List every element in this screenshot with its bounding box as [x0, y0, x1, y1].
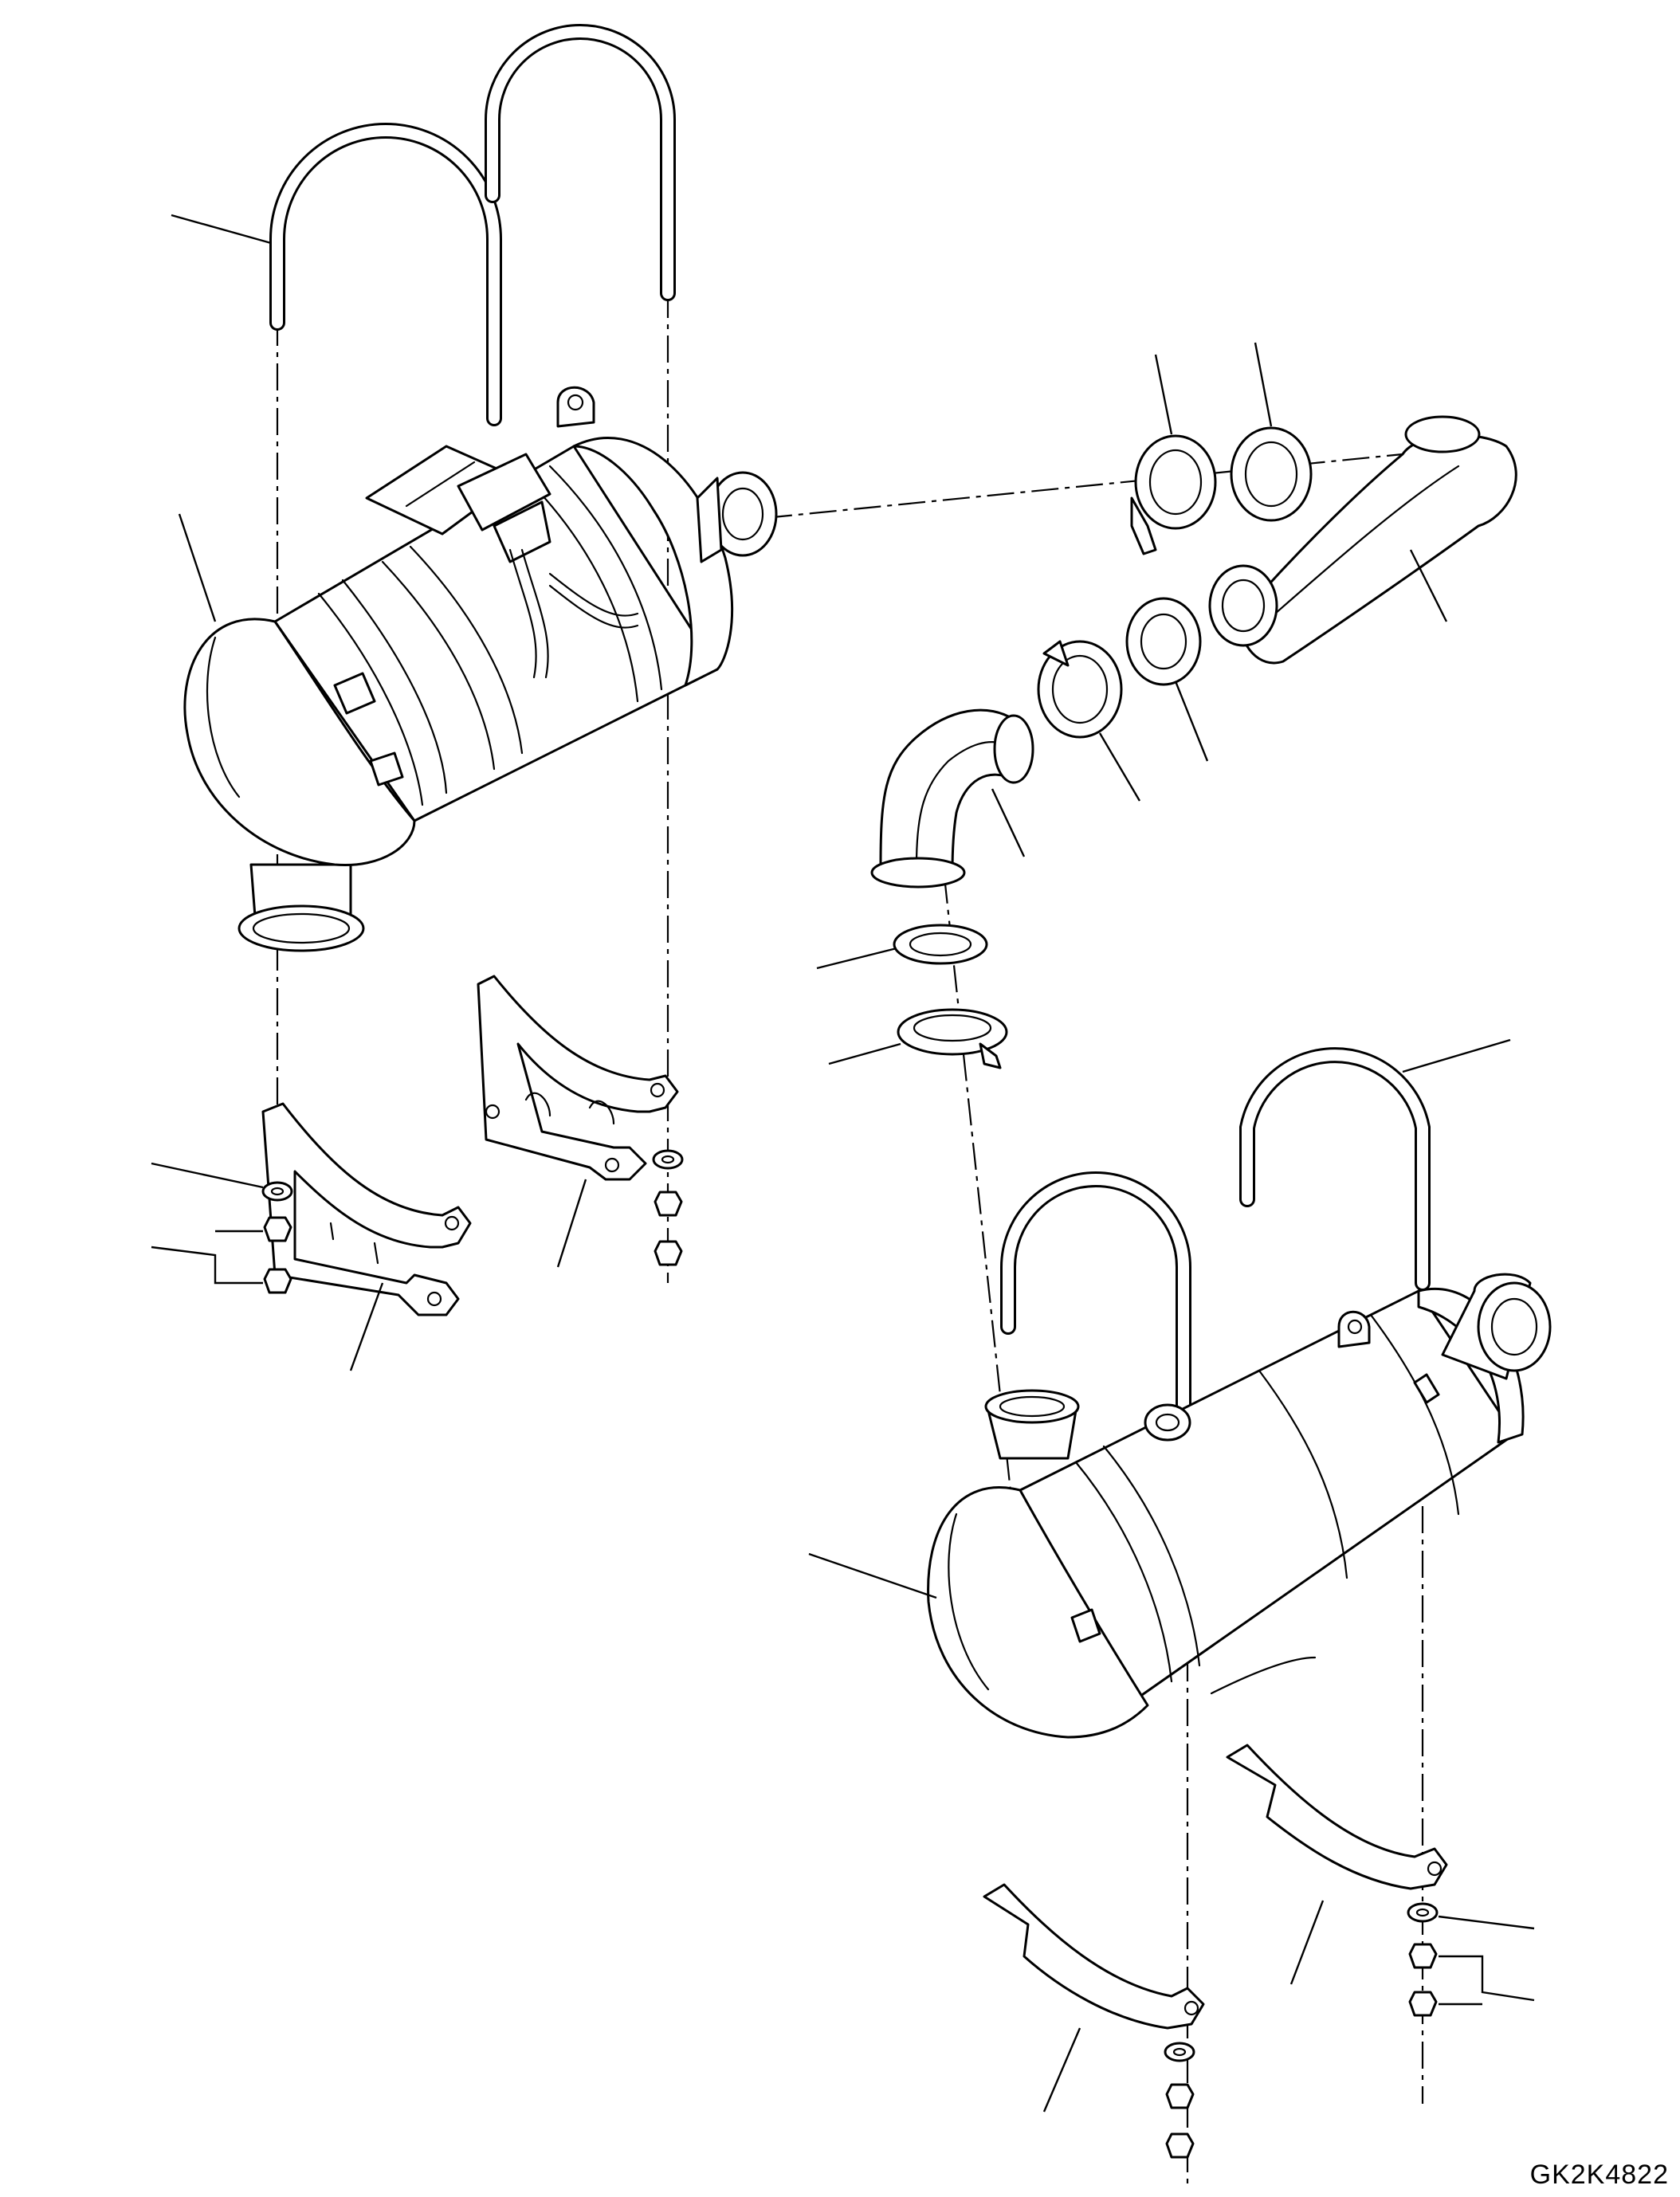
leader-gasket-2 [1174, 681, 1209, 762]
ring-icon [1125, 597, 1202, 686]
leader-connecting-tube [1409, 549, 1448, 622]
leader-v-clamp [1154, 354, 1173, 435]
leader-bracket-3 [1289, 1900, 1325, 1985]
washer-icon [1407, 1902, 1439, 1923]
clamp-icon [897, 1008, 1008, 1069]
leader-nut-2 [1439, 1955, 1535, 2002]
washer-icon [1164, 2042, 1195, 2062]
centerline-exhaust-route [764, 453, 1403, 520]
leader-bracket [349, 1282, 384, 1371]
leader-washer [151, 1162, 264, 1189]
leader-gasket-3 [816, 947, 897, 970]
nut-icon [263, 1216, 292, 1242]
leader-dpf-assembly [178, 513, 217, 622]
clamp-icon [1130, 434, 1217, 555]
clamp-icon [1037, 640, 1123, 739]
callout-leaders [151, 214, 1535, 2113]
washer-icon [652, 1149, 684, 1170]
u-bolt-icon [1239, 1047, 1431, 1291]
nut-icon [1408, 1943, 1438, 1969]
leader-nut [151, 1246, 263, 1285]
bracket-icon [477, 975, 679, 1181]
leader-bracket-2 [556, 1179, 587, 1268]
leader-v-clamp-2 [1098, 732, 1141, 802]
ring-icon [1230, 426, 1313, 522]
u-bolt-icon [1000, 1171, 1191, 1490]
u-bolt-icon [485, 24, 676, 301]
washer-icon [261, 1181, 293, 1202]
bracket-icon [261, 1102, 472, 1316]
bracket-icon [983, 1883, 1205, 2030]
nut-icon [654, 1240, 683, 1266]
drawing-code: GK2K4822 [1529, 2160, 1669, 2190]
bracket-icon [1226, 1744, 1448, 1890]
tube-icon [1208, 415, 1517, 665]
nut-icon [263, 1268, 292, 1294]
u-bolt-icon [269, 123, 502, 426]
nut-icon [1408, 1991, 1438, 2017]
ring-icon [893, 924, 988, 965]
canister-icon [927, 1273, 1552, 1739]
leader-bracket-4 [1042, 2027, 1081, 2113]
canister-icon [183, 386, 778, 952]
nut-icon [1165, 2083, 1195, 2109]
leader-v-clamp-3 [828, 1042, 901, 1065]
leader-elbow [991, 788, 1026, 857]
leader-scr-assembly [808, 1552, 937, 1599]
nut-icon [1165, 2132, 1195, 2159]
nut-icon [654, 1191, 683, 1217]
leader-u-bolt-2 [1402, 1038, 1511, 1073]
leader-u-bolt [171, 214, 272, 245]
elbow-icon [870, 708, 1034, 889]
leader-gasket [1254, 342, 1273, 427]
leader-washer-2 [1438, 1915, 1535, 1930]
